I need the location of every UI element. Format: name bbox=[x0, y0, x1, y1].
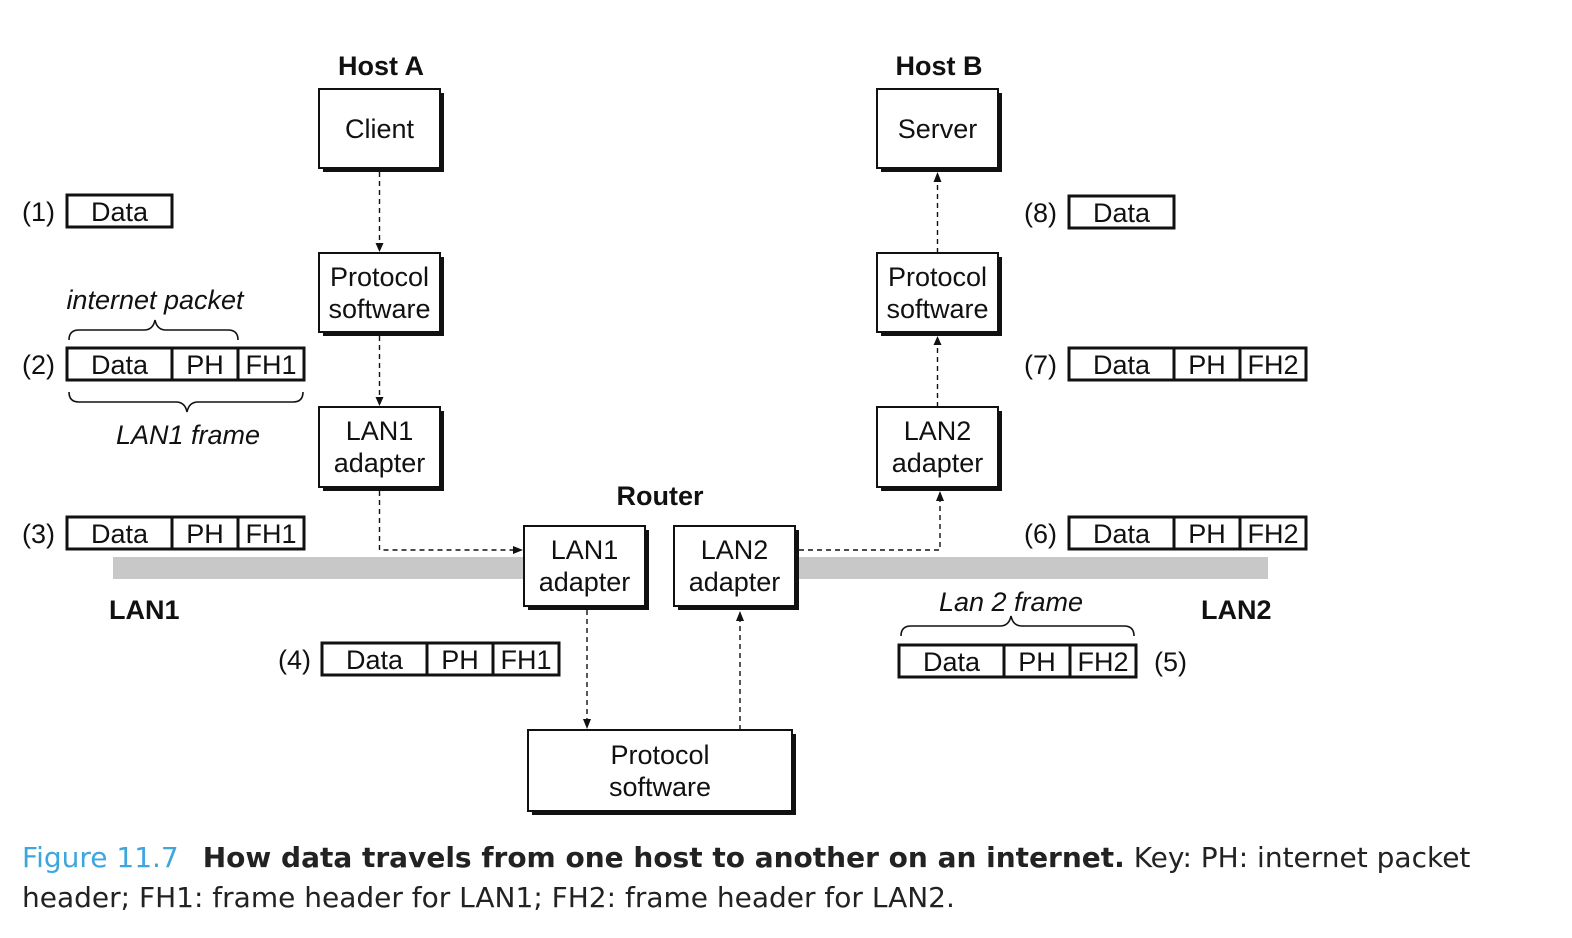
arrowhead-down bbox=[375, 243, 384, 252]
svg-text:Protocol: Protocol bbox=[610, 740, 709, 770]
packet-field: Data bbox=[91, 197, 149, 227]
arrowhead-down bbox=[375, 397, 384, 406]
figure-number: Figure 11.7 bbox=[22, 841, 179, 874]
lan2-frame-brace bbox=[900, 615, 1135, 637]
svg-text:Server: Server bbox=[898, 114, 978, 144]
packet-1: (1) Data bbox=[22, 193, 174, 229]
host-a-protocol-software-box: Protocol software bbox=[318, 252, 444, 336]
packet-field: PH bbox=[441, 645, 479, 675]
packet-field: PH bbox=[186, 350, 224, 380]
internet-packet-brace bbox=[68, 319, 239, 341]
figure-caption: Figure 11.7 How data travels from one hos… bbox=[22, 838, 1562, 918]
packet-field: Data bbox=[1093, 198, 1151, 228]
step-label: (3) bbox=[22, 519, 55, 549]
server-box: Server bbox=[876, 88, 1002, 172]
packet-field: FH1 bbox=[500, 645, 551, 675]
svg-text:adapter: adapter bbox=[892, 448, 984, 478]
figure-caption-text: Key: PH: internet packet header; FH1: fr… bbox=[22, 841, 1471, 914]
svg-text:Protocol: Protocol bbox=[888, 262, 987, 292]
packet-field: FH2 bbox=[1247, 519, 1298, 549]
svg-text:software: software bbox=[886, 294, 988, 324]
packet-field: FH1 bbox=[245, 350, 296, 380]
packet-field: Data bbox=[1093, 350, 1151, 380]
step-label: (2) bbox=[22, 350, 55, 380]
svg-text:software: software bbox=[328, 294, 430, 324]
svg-text:LAN1: LAN1 bbox=[346, 416, 414, 446]
packet-2: (2) Data PH FH1 bbox=[22, 346, 306, 382]
packet-7: (7) Data PH FH2 bbox=[1024, 346, 1308, 382]
client-box: Client bbox=[318, 88, 444, 172]
lan1-frame-brace bbox=[68, 391, 304, 413]
lan1-frame-label: LAN1 frame bbox=[116, 420, 260, 450]
packet-field: FH2 bbox=[1247, 350, 1298, 380]
arrowhead-up bbox=[936, 491, 944, 501]
router-lan2-adapter-box: LAN2 adapter bbox=[673, 525, 799, 610]
packet-field: PH bbox=[1188, 519, 1226, 549]
flow-adapter-a-to-router bbox=[378, 491, 514, 551]
packet-8: (8) Data bbox=[1024, 194, 1176, 230]
svg-text:Client: Client bbox=[345, 114, 415, 144]
svg-text:adapter: adapter bbox=[689, 567, 781, 597]
network-diagram: LAN1 LAN2 Host A Host B Router Client Pr… bbox=[22, 51, 1308, 815]
lan2-frame-label: Lan 2 frame bbox=[939, 587, 1083, 617]
svg-text:Protocol: Protocol bbox=[330, 262, 429, 292]
packet-field: Data bbox=[1093, 519, 1151, 549]
router-title: Router bbox=[617, 481, 704, 511]
arrowhead-down bbox=[583, 719, 591, 729]
packet-field: FH1 bbox=[245, 519, 296, 549]
packet-field: PH bbox=[1018, 647, 1056, 677]
host-a-title: Host A bbox=[338, 51, 424, 81]
packet-field: FH2 bbox=[1077, 647, 1128, 677]
svg-text:LAN1: LAN1 bbox=[551, 535, 619, 565]
host-b-lan2-adapter-box: LAN2 adapter bbox=[876, 406, 1002, 491]
step-label: (6) bbox=[1024, 519, 1057, 549]
packet-field: Data bbox=[923, 647, 981, 677]
step-label: (5) bbox=[1154, 647, 1187, 677]
svg-text:adapter: adapter bbox=[334, 448, 426, 478]
step-label: (7) bbox=[1024, 350, 1057, 380]
step-label: (8) bbox=[1024, 198, 1057, 228]
arrowhead-right bbox=[513, 546, 523, 554]
arrowhead-up bbox=[933, 172, 942, 182]
flow-router-to-adapter-b bbox=[799, 500, 941, 551]
figure-title: How data travels from one host to anothe… bbox=[202, 841, 1125, 874]
packet-3: (3) Data PH FH1 bbox=[22, 515, 306, 551]
host-b-title: Host B bbox=[896, 51, 983, 81]
packet-field: PH bbox=[186, 519, 224, 549]
arrowhead-up bbox=[933, 336, 942, 345]
packet-field: Data bbox=[91, 350, 149, 380]
packet-field: PH bbox=[1188, 350, 1226, 380]
packet-5: Data PH FH2 (5) bbox=[897, 643, 1187, 679]
svg-text:LAN2: LAN2 bbox=[701, 535, 769, 565]
svg-text:adapter: adapter bbox=[539, 567, 631, 597]
host-b-protocol-software-box: Protocol software bbox=[876, 252, 1002, 336]
step-label: (4) bbox=[278, 645, 311, 675]
arrowhead-up bbox=[736, 611, 744, 621]
step-label: (1) bbox=[22, 197, 55, 227]
host-a-lan1-adapter-box: LAN1 adapter bbox=[318, 406, 444, 491]
packet-6: (6) Data PH FH2 bbox=[1024, 515, 1308, 551]
svg-text:LAN2: LAN2 bbox=[904, 416, 972, 446]
lan2-label: LAN2 bbox=[1201, 595, 1272, 625]
lan2-bar bbox=[796, 557, 1268, 579]
svg-text:software: software bbox=[609, 772, 711, 802]
lan1-label: LAN1 bbox=[109, 595, 180, 625]
packet-field: Data bbox=[346, 645, 404, 675]
internet-packet-label: internet packet bbox=[66, 285, 245, 315]
packet-field: Data bbox=[91, 519, 149, 549]
lan1-bar bbox=[113, 557, 526, 579]
router-lan1-adapter-box: LAN1 adapter bbox=[523, 525, 649, 610]
router-protocol-software-box: Protocol software bbox=[527, 729, 796, 815]
packet-4: (4) Data PH FH1 bbox=[278, 641, 561, 677]
